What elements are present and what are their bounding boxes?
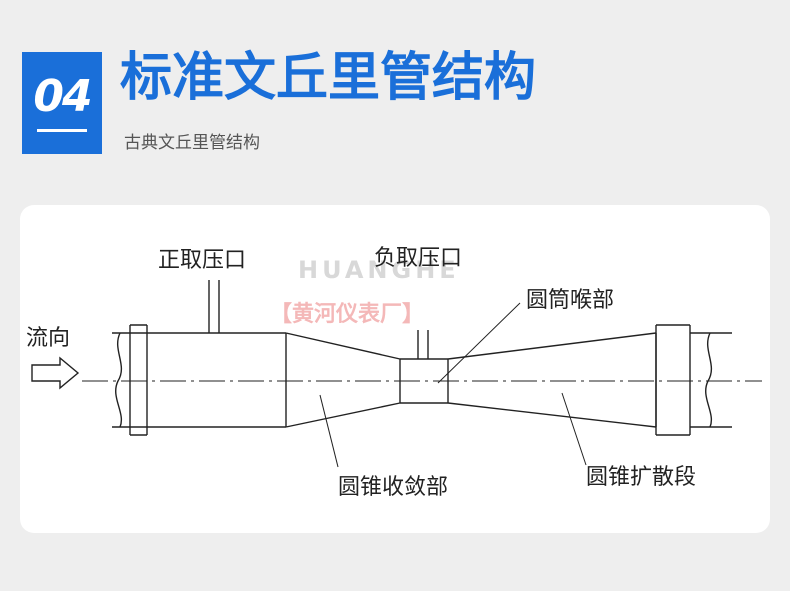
flow-arrow-icon xyxy=(31,356,80,390)
venturi-diagram: HUANGHE 【黄河仪表厂】 正取压口 负取压口 圆筒喉部 流向 圆锥收敛部 … xyxy=(26,246,762,500)
diffuser-leader xyxy=(561,392,587,466)
converging-leader xyxy=(319,394,339,468)
venturi-outline xyxy=(31,280,762,468)
section-number-badge: 04 xyxy=(22,52,102,154)
watermark-brand-en: HUANGHE xyxy=(298,256,460,284)
page-title: 标准文丘里管结构 xyxy=(120,48,537,108)
watermark-brand-cn: 【黄河仪表厂】 xyxy=(270,302,424,327)
badge-underline xyxy=(37,128,87,132)
outlet-break-mark xyxy=(705,332,713,428)
label-throat: 圆筒喉部 xyxy=(526,288,614,313)
page-subtitle: 古典文丘里管结构 xyxy=(124,133,260,153)
throat-leader xyxy=(437,302,521,384)
label-positive-tap: 正取压口 xyxy=(158,248,246,273)
converging-cone-top xyxy=(285,332,401,360)
inlet-break-mark xyxy=(115,332,123,428)
label-diffuser: 圆锥扩散段 xyxy=(586,465,696,490)
label-flow: 流向 xyxy=(26,326,70,351)
diagram-panel: HUANGHE 【黄河仪表厂】 正取压口 负取压口 圆筒喉部 流向 圆锥收敛部 … xyxy=(20,205,770,533)
diffuser-cone-bottom xyxy=(447,402,657,428)
section-number: 04 xyxy=(33,70,92,122)
label-negative-tap: 负取压口 xyxy=(374,246,462,271)
label-converging: 圆锥收敛部 xyxy=(338,475,448,500)
converging-cone-bottom xyxy=(285,402,401,428)
diffuser-cone-top xyxy=(447,332,657,360)
